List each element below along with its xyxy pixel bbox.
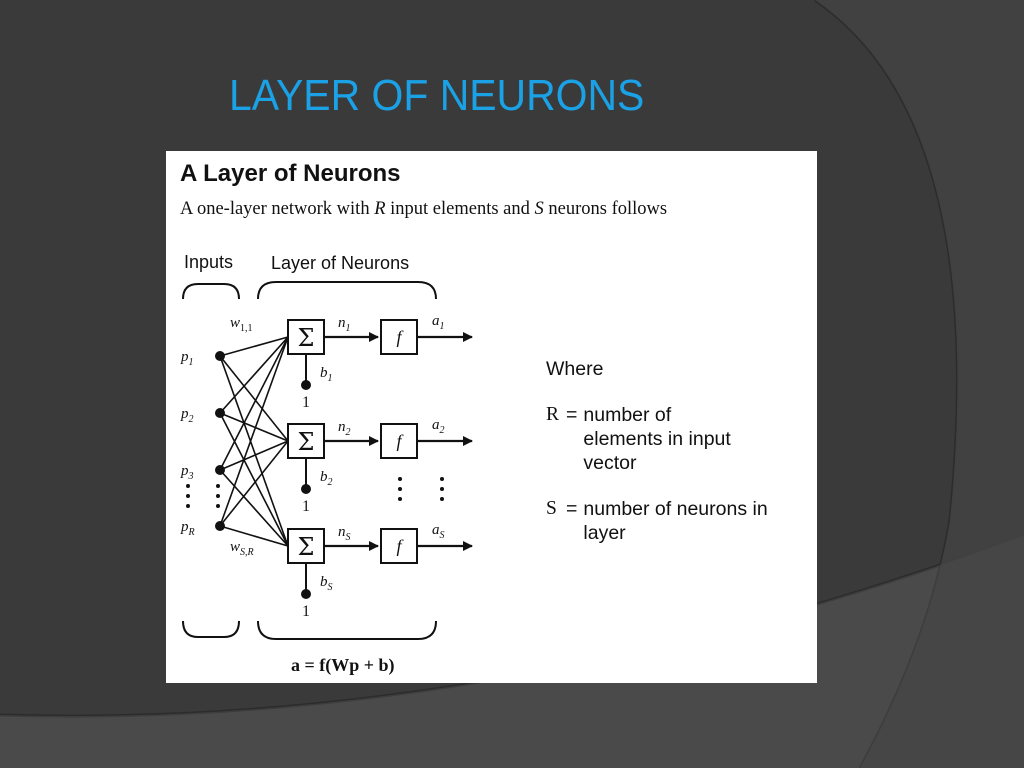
equation: a = f(Wp + b) bbox=[291, 655, 395, 676]
weight-last-label: wS,R bbox=[230, 539, 254, 558]
layer-top-brace bbox=[257, 281, 437, 300]
input-label: p2 bbox=[180, 406, 194, 425]
weight-line bbox=[219, 336, 289, 357]
legend-var: S bbox=[546, 498, 557, 519]
weight-line bbox=[219, 525, 289, 547]
legend-equals: = bbox=[566, 498, 578, 520]
bias-label: bS bbox=[320, 574, 333, 593]
description-r: R bbox=[374, 199, 386, 219]
figure-heading: A Layer of Neurons bbox=[180, 160, 401, 187]
summation-symbol: Σ bbox=[298, 533, 315, 561]
net-label: n1 bbox=[338, 315, 351, 334]
bias-input-label: 1 bbox=[302, 603, 310, 620]
bias-node bbox=[301, 589, 311, 599]
bias-label: b2 bbox=[320, 469, 333, 488]
weight-line bbox=[219, 355, 289, 547]
weight-first-label: w1,1 bbox=[230, 315, 253, 334]
bias-input-label: 1 bbox=[302, 394, 310, 411]
bias-label: b1 bbox=[320, 365, 333, 384]
net-label: nS bbox=[338, 524, 351, 543]
figure-description: A one-layer network with R input element… bbox=[180, 199, 667, 220]
summation-symbol: Σ bbox=[298, 428, 315, 456]
weight-line bbox=[219, 412, 289, 442]
input-node bbox=[215, 521, 225, 531]
weight-line bbox=[219, 440, 289, 471]
weight-line bbox=[219, 336, 289, 527]
transfer-symbol: f bbox=[396, 327, 404, 347]
input-nodes: p1 p2 p3 pR bbox=[180, 349, 225, 538]
description-s: S bbox=[534, 199, 544, 219]
legend-text: number of neurons in layer bbox=[583, 498, 768, 544]
legend-text: number of elements in input vector bbox=[583, 404, 731, 474]
description-prefix: A one-layer network with bbox=[180, 199, 375, 219]
input-label: p1 bbox=[180, 349, 194, 368]
input-label: pR bbox=[180, 519, 195, 538]
output-label: a1 bbox=[432, 313, 445, 332]
network-diagram: Inputs Layer of Neurons p1 p2 p3 pR Σn1 f a1 b… bbox=[180, 252, 473, 676]
summation-symbol: Σ bbox=[298, 324, 315, 352]
neural-layer-figure: A Layer of Neurons A one-layer network w… bbox=[166, 151, 817, 683]
weight-line bbox=[219, 336, 289, 471]
inputs-top-brace bbox=[182, 283, 240, 300]
slide-title: LAYER OF NEURONS bbox=[229, 71, 645, 120]
inputs-bottom-brace bbox=[182, 620, 240, 638]
net-label: n2 bbox=[338, 419, 351, 438]
output-label: a2 bbox=[432, 417, 445, 436]
legend-equals: = bbox=[566, 404, 578, 426]
bias-node bbox=[301, 380, 311, 390]
weight-line bbox=[219, 355, 289, 442]
bias-node bbox=[301, 484, 311, 494]
input-label: p3 bbox=[180, 463, 194, 482]
input-node bbox=[215, 465, 225, 475]
summation-box bbox=[287, 319, 325, 355]
legend: Where R = number of elements in input ve… bbox=[546, 357, 793, 567]
layer-label: Layer of Neurons bbox=[271, 253, 409, 273]
input-node bbox=[215, 408, 225, 418]
legend-item-s: S = number of neurons in layer bbox=[546, 497, 793, 545]
weight-line bbox=[219, 336, 289, 414]
neuron-row: ΣnS f aS bS 1 bbox=[287, 522, 473, 620]
input-node bbox=[215, 351, 225, 361]
inputs-label: Inputs bbox=[184, 252, 233, 272]
ellipsis-dots bbox=[186, 477, 444, 508]
transfer-symbol: f bbox=[396, 536, 404, 556]
neuron-row: Σn2 f a2 b2 1 bbox=[287, 417, 473, 515]
weight-line bbox=[219, 412, 289, 547]
weight-line bbox=[219, 469, 289, 547]
description-middle: input elements and bbox=[385, 199, 535, 219]
legend-var: R bbox=[546, 404, 560, 425]
description-suffix: neurons follows bbox=[543, 199, 668, 219]
neuron-row: Σn1 f a1 b1 1 bbox=[287, 313, 473, 411]
legend-item-r: R = number of elements in input vector bbox=[546, 403, 793, 475]
weight-connections bbox=[219, 336, 289, 547]
output-label: aS bbox=[432, 522, 445, 541]
bias-input-label: 1 bbox=[302, 498, 310, 515]
transfer-symbol: f bbox=[396, 431, 404, 451]
layer-bottom-brace bbox=[257, 620, 437, 640]
weight-line bbox=[219, 440, 289, 527]
legend-where: Where bbox=[546, 358, 604, 380]
